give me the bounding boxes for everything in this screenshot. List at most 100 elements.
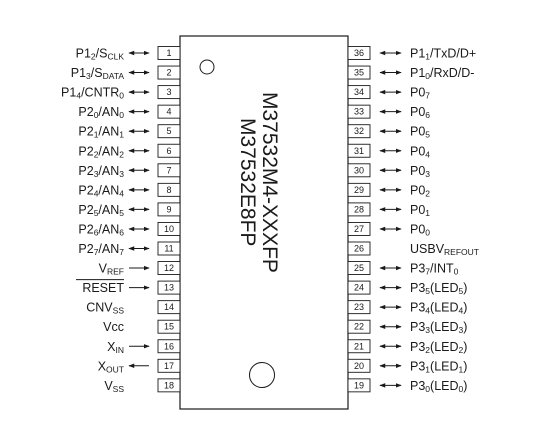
pin-number: 17 — [164, 361, 174, 371]
pin-pad — [157, 46, 181, 60]
pin-number: 24 — [354, 283, 364, 293]
pin-number: 8 — [166, 185, 171, 195]
pin-label: P02 — [410, 183, 430, 198]
pin-label: P22/AN2 — [78, 144, 124, 159]
pin-number: 5 — [166, 126, 171, 136]
pin-label: XOUT — [98, 359, 124, 374]
pin-label: P07 — [410, 86, 430, 101]
pin1-indicator-circle — [199, 59, 215, 75]
pin-pad — [157, 319, 181, 334]
pin-18: 18 VSS — [104, 378, 181, 394]
pin-number: 26 — [354, 244, 364, 254]
pin-label: P06 — [410, 105, 430, 120]
pin-number: 4 — [166, 107, 171, 117]
pin-number: 11 — [164, 244, 173, 254]
pin-pad — [157, 339, 181, 354]
pin-label: P35(LED5) — [410, 281, 467, 296]
pin-31: 31 P04 — [347, 143, 430, 159]
pin-label: P34(LED4) — [410, 301, 467, 316]
part-number-1: M37532M4-XXXFP — [258, 92, 281, 273]
pin-label: P33(LED3) — [410, 320, 467, 335]
part-number-2: M37532E8FP — [236, 118, 259, 246]
pin-pad — [157, 163, 181, 178]
left-pin-column: 1P12/SCLK2P13/SDATA3P14/CNTR04P20/AN05P2… — [61, 46, 181, 394]
pin-label: RESET — [82, 281, 124, 295]
pin-number: 9 — [166, 204, 171, 214]
pin-30: 30 P03 — [347, 163, 430, 179]
pin-pad — [157, 143, 181, 158]
pin-number: 35 — [354, 68, 364, 78]
pin-pad — [157, 124, 181, 139]
pin-label: CNVSS — [86, 301, 124, 316]
pin-label: P27/AN7 — [78, 242, 124, 257]
pin-pad — [347, 46, 371, 60]
pin-pad — [347, 319, 371, 334]
pin-label: VSS — [104, 379, 124, 394]
pin-label: P03 — [410, 164, 430, 179]
pin-pad — [347, 241, 371, 256]
pin-number: 32 — [354, 126, 364, 136]
pin-label: P21/AN1 — [78, 125, 124, 140]
pin-number: 1 — [166, 48, 171, 58]
pin-pad — [347, 163, 371, 178]
pin-pad — [157, 241, 181, 256]
pin-number: 6 — [166, 146, 171, 156]
pin-label: P04 — [410, 144, 430, 159]
pin-number: 31 — [354, 146, 364, 156]
ejector-pin-mark — [249, 362, 275, 388]
pin-pad — [347, 261, 371, 275]
pin-pad — [157, 358, 181, 373]
pin-pad — [157, 261, 181, 275]
pin-label: P20/AN0 — [78, 105, 124, 120]
pin-32: 32 P05 — [347, 124, 430, 140]
pin-pad — [347, 104, 371, 119]
pin-number: 7 — [166, 165, 171, 175]
pin-label: P31(LED1) — [410, 359, 467, 374]
pin-pad — [157, 202, 181, 217]
pin-11: 11 P27/AN7 — [78, 241, 181, 257]
pin-pad — [157, 182, 181, 197]
pin-label: Vcc — [103, 320, 124, 334]
pin-number: 27 — [354, 224, 364, 234]
pin-number: 18 — [164, 380, 174, 390]
pin-pad — [347, 182, 371, 197]
pin-label: P14/CNTR0 — [61, 86, 124, 101]
pin-number: 22 — [354, 322, 364, 332]
pin-label: P37/INT0 — [410, 262, 459, 277]
pin-number: 36 — [354, 48, 364, 58]
pin-number: 2 — [166, 68, 171, 78]
pin-number: 30 — [354, 165, 364, 175]
pin-label: P05 — [410, 125, 430, 140]
pin-pad — [157, 85, 181, 100]
pin-24: 24 P35(LED5) — [347, 280, 467, 296]
pin-label: P32(LED2) — [410, 340, 467, 355]
pin-9: 9 P25/AN5 — [78, 202, 181, 218]
pin-label: P26/AN6 — [78, 222, 124, 237]
pin-pad — [347, 65, 371, 80]
pin-pad — [157, 65, 181, 80]
pin-pad — [347, 124, 371, 139]
pin-label: P25/AN5 — [78, 203, 124, 218]
